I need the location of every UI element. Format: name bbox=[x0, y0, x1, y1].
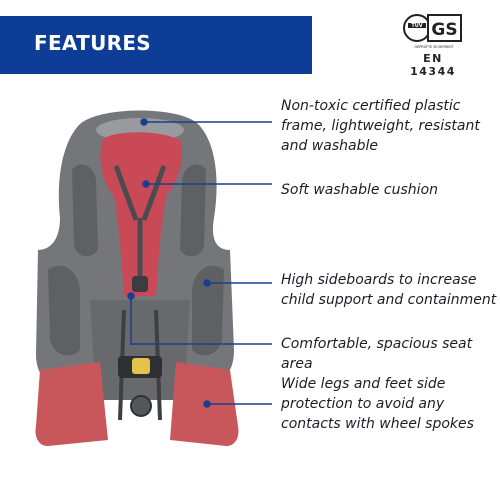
features-banner: FEATURES bbox=[0, 16, 312, 74]
seat-base bbox=[90, 300, 190, 400]
feature-frame: Non-toxic certified plastic frame, light… bbox=[281, 98, 480, 154]
leader-cushion-dot bbox=[142, 180, 150, 188]
left-cutout bbox=[72, 164, 98, 257]
feature-sideboards: High sideboards to increase child suppor… bbox=[281, 272, 497, 308]
bike-seat-illustration bbox=[35, 110, 239, 446]
certification-standard: EN 14344 bbox=[410, 52, 456, 78]
banner-title: FEATURES bbox=[34, 31, 151, 55]
feature-cushion: Soft washable cushion bbox=[281, 182, 439, 198]
tuv-mark: TÜV bbox=[411, 22, 422, 29]
gs-mark: GS bbox=[431, 20, 457, 40]
leader-seat-area bbox=[130, 296, 272, 345]
pedal-knob bbox=[132, 358, 150, 374]
leader-seat-area-dot bbox=[127, 292, 135, 300]
buckle bbox=[132, 276, 148, 292]
left-footrest bbox=[35, 362, 108, 446]
tuv-gs-logo-icon: TÜV GS bbox=[403, 14, 462, 42]
right-sideboard-cutout bbox=[192, 265, 224, 356]
leader-frame-dot bbox=[140, 118, 148, 126]
left-sideboard-cutout bbox=[48, 265, 80, 356]
feature-seat-area: Comfortable, spacious seat area bbox=[281, 336, 473, 372]
certification-badge: TÜV GS GEPRÜFTE SICHERHEIT EN 14344 bbox=[400, 12, 466, 78]
leader-sideboards-dot bbox=[203, 279, 211, 287]
feature-legs: Wide legs and feet side protection to av… bbox=[281, 376, 474, 432]
certification-caption: GEPRÜFTE SICHERHEIT bbox=[414, 45, 454, 49]
right-cutout bbox=[180, 164, 206, 257]
leader-legs-dot bbox=[203, 400, 211, 408]
